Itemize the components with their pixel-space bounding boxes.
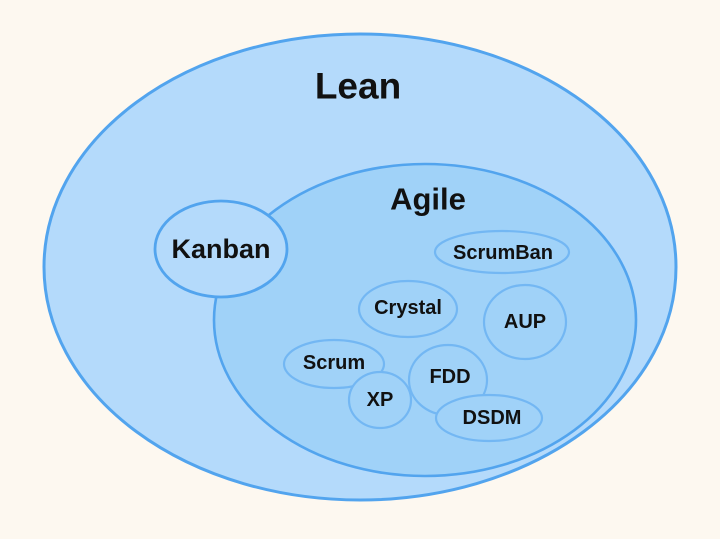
crystal-label: Crystal — [374, 297, 442, 319]
xp-label: XP — [367, 389, 394, 411]
crystal-ellipse — [357, 279, 459, 339]
scrum-label: Scrum — [303, 352, 365, 374]
aup-ellipse — [482, 283, 568, 361]
kanban-ellipse — [153, 199, 289, 299]
agile-label: Agile — [390, 182, 466, 217]
lean-label: Lean — [315, 66, 401, 107]
dsdm-ellipse — [434, 393, 544, 443]
scrum-ellipse — [282, 338, 386, 390]
scrumban-ellipse — [433, 229, 571, 275]
kanban-label: Kanban — [171, 234, 270, 264]
fdd-label: FDD — [429, 366, 470, 388]
scrumban-label: ScrumBan — [453, 242, 553, 264]
dsdm-label: DSDM — [463, 407, 522, 429]
xp-ellipse — [347, 370, 413, 430]
aup-label: AUP — [504, 311, 546, 333]
